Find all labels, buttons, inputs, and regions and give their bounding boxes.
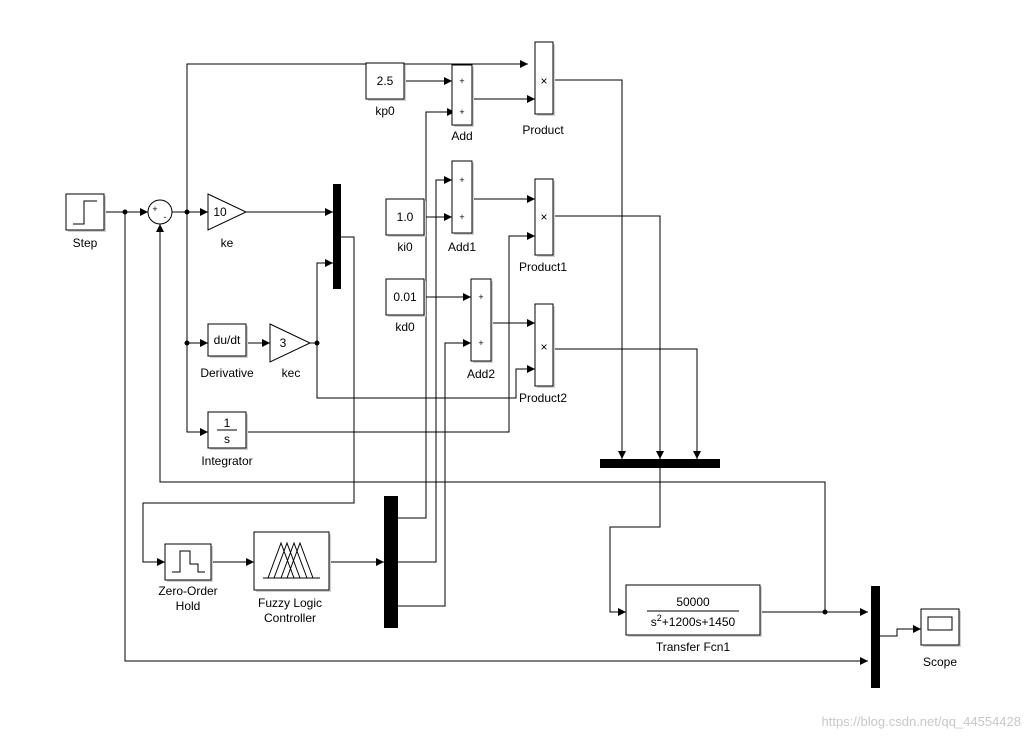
zoh-icon <box>172 550 205 573</box>
branch-point <box>822 609 828 615</box>
product2-label: Product2 <box>519 391 567 405</box>
add1-sign-1: + <box>459 175 464 185</box>
kd0-label: kd0 <box>395 320 415 334</box>
mux2-bar[interactable] <box>600 459 720 468</box>
branch-point <box>184 340 190 346</box>
zero-order-hold-block[interactable]: Zero-Order Hold <box>158 543 218 613</box>
product-block[interactable]: × Product <box>522 41 564 137</box>
tf-denominator: s2+1200s+1450 <box>651 613 736 629</box>
add1-block[interactable]: + + Add1 <box>448 160 476 254</box>
wire-demux-add1[interactable] <box>398 176 452 563</box>
sum-sign-plus: + <box>152 204 157 214</box>
derivative-label: Derivative <box>200 366 254 380</box>
product-symbol: × <box>540 74 547 88</box>
kd0-value: 0.01 <box>393 290 417 304</box>
mux-bar[interactable] <box>333 184 341 289</box>
wire-mux-zoh[interactable] <box>142 236 355 566</box>
integrator-block[interactable]: 1 s Integrator <box>201 411 253 468</box>
scope-screen-icon <box>927 616 953 631</box>
add-block[interactable]: + + Add <box>451 64 474 143</box>
ke-gain-block[interactable]: 10 ke <box>207 193 248 250</box>
wire-product2-mux2[interactable] <box>553 348 701 459</box>
add1-sign-2: + <box>459 212 464 222</box>
demux-bar[interactable] <box>384 496 398 628</box>
scope-block[interactable]: Scope <box>920 608 961 669</box>
zoh-label-2: Hold <box>176 599 201 613</box>
step-label: Step <box>73 236 98 250</box>
fuzzy-label-1: Fuzzy Logic <box>258 596 322 610</box>
fuzzy-label-2: Controller <box>264 611 316 625</box>
product2-block[interactable]: × Product2 <box>519 303 567 405</box>
add2-sign-2: + <box>478 338 483 348</box>
wire-scopemux-scope[interactable] <box>880 625 921 637</box>
product2-symbol: × <box>540 340 547 354</box>
wire-kec-mux[interactable] <box>310 259 333 344</box>
branch-point <box>122 209 128 215</box>
integrator-label: Integrator <box>201 454 252 468</box>
scope-mux-bar[interactable] <box>871 586 880 688</box>
ki0-label: ki0 <box>397 240 413 254</box>
add-sign-2: + <box>459 107 464 117</box>
wire-integrator-product1[interactable] <box>246 232 535 433</box>
add-sign-1: + <box>459 76 464 86</box>
product-label: Product <box>522 123 564 137</box>
tf-label: Transfer Fcn1 <box>656 640 731 654</box>
sum-sign-minus: - <box>164 212 167 222</box>
branch-point <box>184 209 190 215</box>
kec-value: 3 <box>280 336 287 350</box>
scope-label: Scope <box>923 655 957 669</box>
watermark: https://blog.csdn.net/qq_44554428 <box>822 714 1022 729</box>
kd0-constant-block[interactable]: 0.01 kd0 <box>385 278 426 334</box>
product1-symbol: × <box>540 210 547 224</box>
zoh-label-1: Zero-Order <box>158 584 217 598</box>
signal-lines <box>104 60 921 665</box>
derivative-text: du/dt <box>214 333 241 347</box>
derivative-block[interactable]: du/dt Derivative <box>200 323 254 380</box>
step-block[interactable]: Step <box>65 193 106 250</box>
wire-error-integrator[interactable] <box>186 343 208 436</box>
branch-point <box>314 340 320 346</box>
kp0-constant-block[interactable]: 2.5 kp0 <box>365 62 406 118</box>
wire-error-branch[interactable] <box>186 60 528 212</box>
kp0-label: kp0 <box>375 104 395 118</box>
add2-sign-1: + <box>478 292 483 302</box>
kp0-value: 2.5 <box>377 74 394 88</box>
fuzzy-logic-controller-block[interactable]: Fuzzy Logic Controller <box>253 531 331 625</box>
kec-gain-block[interactable]: 3 kec <box>269 323 312 380</box>
wire-product-mux2[interactable] <box>553 79 626 459</box>
ke-value: 10 <box>213 205 227 219</box>
branch-points <box>122 209 828 615</box>
wire-feedback[interactable] <box>156 224 826 612</box>
add-label: Add <box>451 129 472 143</box>
ki0-value: 1.0 <box>397 210 414 224</box>
add2-label: Add2 <box>467 367 495 381</box>
sum-block[interactable]: + - <box>147 199 173 225</box>
wire-error-derivative[interactable] <box>186 212 208 347</box>
ki0-constant-block[interactable]: 1.0 ki0 <box>385 198 426 254</box>
step-icon <box>73 200 97 225</box>
tf-numerator: 50000 <box>676 595 710 609</box>
ke-label: ke <box>221 236 234 250</box>
add1-label: Add1 <box>448 240 476 254</box>
wire-product1-mux2[interactable] <box>553 215 664 459</box>
product1-label: Product1 <box>519 260 567 274</box>
wire-kec-product2[interactable] <box>316 343 535 399</box>
transfer-fcn-block[interactable]: 50000 s2+1200s+1450 Transfer Fcn1 <box>625 584 762 654</box>
integrator-den: s <box>224 432 230 446</box>
integrator-num: 1 <box>224 416 231 430</box>
wire-step-scope[interactable] <box>124 212 868 665</box>
wire-mux2-tf[interactable] <box>609 468 661 616</box>
add2-block[interactable]: + + Add2 <box>467 278 495 381</box>
fuzzy-membership-icon <box>263 541 320 579</box>
wire-demux-add2[interactable] <box>398 339 471 607</box>
kec-label: kec <box>282 366 301 380</box>
product1-block[interactable]: × Product1 <box>519 178 567 274</box>
